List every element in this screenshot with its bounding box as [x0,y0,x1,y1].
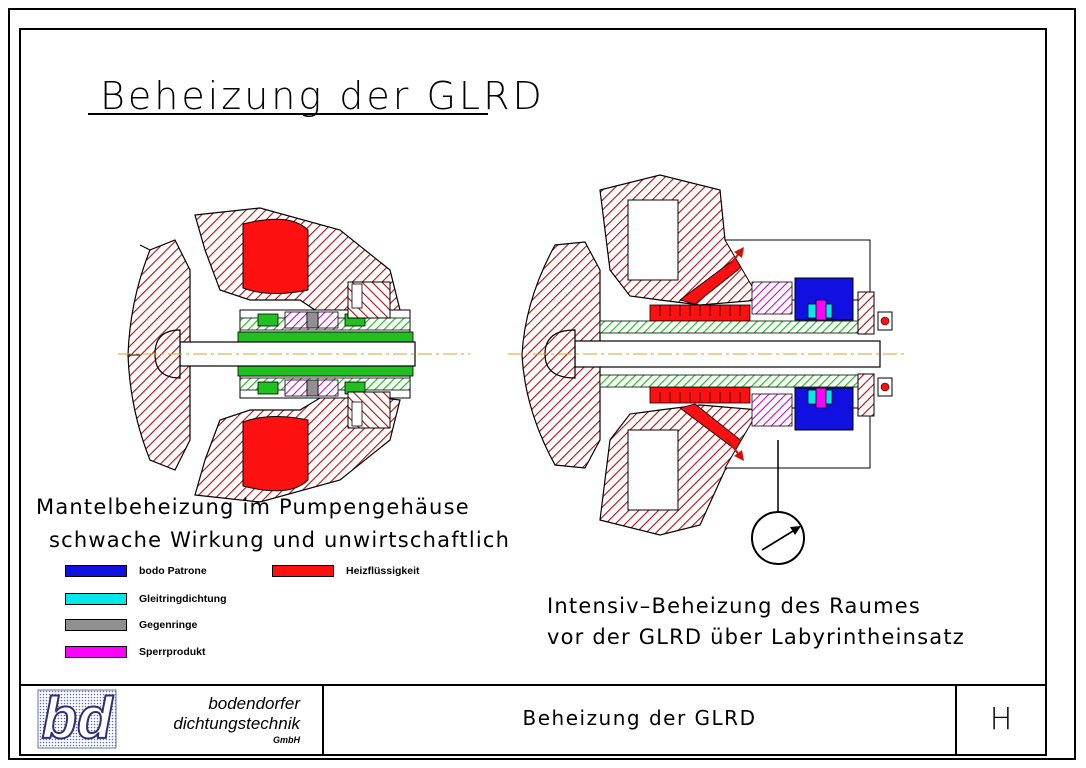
drawing-border-inner [19,28,1047,756]
legend-item: Gegenringe [65,618,197,632]
caption-right-line1: Intensiv–Beheizung des Raumes [547,594,921,618]
legend-item: bodo Patrone [65,564,207,578]
title-block-divider [322,684,324,756]
legend-label: Heizflüssigkeit [346,565,420,577]
caption-right-line2: vor der GLRD über Labyrintheinsatz [547,625,966,649]
page-title: Beheizung der GLRD [100,74,545,118]
legend-item: Heizflüssigkeit [272,564,420,578]
company-line2: dichtungstechnik [173,714,300,733]
legend-swatch-red [272,565,334,577]
company-name: bodendorfer dichtungstechnik GmbH [173,694,300,746]
svg-text:bd: bd [42,686,114,751]
legend-label: Gleitringdichtung [139,593,227,605]
gauge-icon [751,511,805,565]
company-line1: bodendorfer [208,694,300,713]
legend-swatch-blue [65,565,127,577]
legend-swatch-gray [65,619,127,631]
title-block [19,684,1047,756]
legend-item: Sperrprodukt [65,645,206,659]
legend-swatch-cyan [65,593,127,605]
sheet-code: H [989,702,1013,737]
company-line3: GmbH [273,735,300,745]
drawing-title: Beheizung der GLRD [522,706,757,730]
legend-label: Gegenringe [139,619,198,631]
legend-swatch-magenta [65,646,127,658]
legend-label: Sperrprodukt [139,646,206,658]
left-seal-drawing [118,207,470,503]
right-seal-drawing [508,174,905,565]
caption-left-line1: Mantelbeheizung im Pumpengehäuse [36,495,470,519]
title-underline [88,113,488,115]
legend-item: Gleitringdichtung [65,592,227,606]
title-block-divider [955,684,957,756]
legend-label: bodo Patrone [139,565,207,577]
company-logo: bd [37,685,117,752]
drawing-border-outer [8,8,1076,760]
caption-left-line2: schwache Wirkung und unwirtschaftlich [49,528,511,552]
